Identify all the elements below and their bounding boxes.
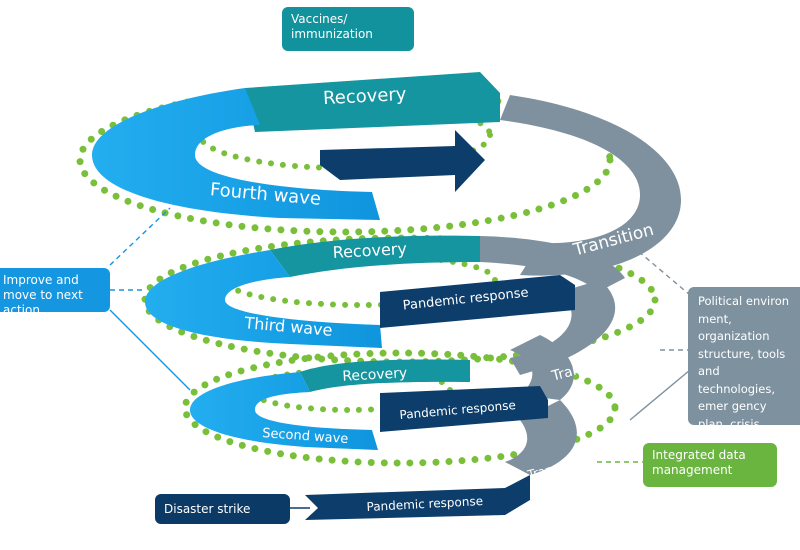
improve-callout: Improve and move to next action [0, 268, 110, 317]
political-callout: Political environ ment, organization str… [688, 287, 800, 425]
political-callout-text: Political environ ment, organization str… [698, 294, 790, 425]
improve-callout-text: Improve and move to next action [3, 273, 83, 317]
vaccines-callout: Vaccines/ immunization [282, 7, 414, 51]
disaster-callout-text: Disaster strike [164, 502, 251, 516]
label-recovery-top: Recovery [322, 84, 407, 109]
connector-lines [109, 207, 191, 391]
integrated-data-callout: Integrated data management [643, 443, 777, 487]
disaster-callout: Disaster strike [155, 494, 290, 524]
integrated-data-callout-text: Integrated data management [652, 448, 746, 477]
vaccines-callout-text: Vaccines/ immunization [291, 12, 373, 41]
label-second-wave: Second wave [262, 426, 349, 447]
label-pandemic-response-bottom: Pandemic response [366, 494, 483, 514]
label-recovery-second: Recovery [342, 365, 408, 384]
top-tier [92, 72, 682, 276]
grey-connectors [624, 239, 691, 421]
label-recovery-third: Recovery [332, 239, 407, 262]
